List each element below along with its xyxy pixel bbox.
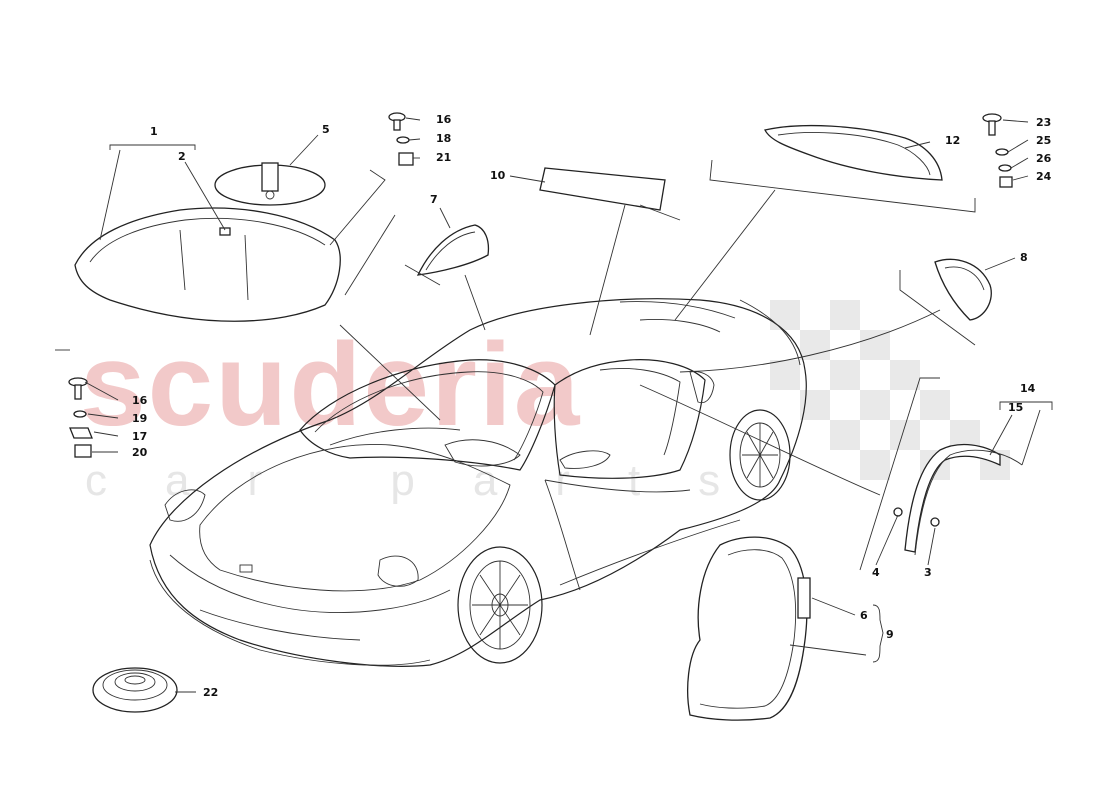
watermark-title: scuderia — [80, 319, 581, 451]
callout-15: 15 — [1008, 401, 1023, 414]
callout-17: 17 — [132, 430, 147, 443]
callout-26: 26 — [1036, 152, 1052, 165]
callout-16-left: 16 — [132, 394, 148, 407]
watermark-subtitle: car parts — [85, 456, 778, 505]
rear-side-glass-part — [934, 258, 992, 321]
callout-19: 19 — [132, 412, 147, 425]
callout-10: 10 — [490, 169, 506, 182]
callout-4: 4 — [872, 566, 880, 579]
fastener-stack-left — [68, 377, 93, 458]
callout-21: 21 — [436, 151, 451, 164]
callout-1: 1 — [150, 125, 158, 138]
callout-7: 7 — [430, 193, 438, 206]
callout-3: 3 — [924, 566, 932, 579]
callout-8: 8 — [1020, 251, 1028, 264]
adhesive-roll-part — [92, 667, 178, 713]
callout-20: 20 — [132, 446, 148, 459]
callout-6: 6 — [860, 609, 868, 622]
sunvisor-strip-part — [539, 167, 666, 211]
fastener-stack-top — [388, 112, 414, 166]
callout-2: 2 — [178, 150, 186, 163]
rear-window-part — [764, 124, 943, 181]
fastener-stack-right — [982, 113, 1013, 188]
rear-view-mirror-part — [214, 162, 326, 206]
callout-5: 5 — [322, 123, 330, 136]
callout-24: 24 — [1036, 170, 1052, 183]
roof-seal-strip-part — [893, 443, 1023, 556]
callout-22: 22 — [203, 686, 218, 699]
door-seal-part — [687, 536, 811, 721]
callout-16-top: 16 — [436, 113, 452, 126]
callout-9: 9 — [886, 628, 894, 641]
callout-12: 12 — [945, 134, 960, 147]
callout-14: 14 — [1020, 382, 1036, 395]
quarter-window-part — [416, 224, 490, 276]
callout-25: 25 — [1036, 134, 1051, 147]
callout-18: 18 — [436, 132, 451, 145]
callout-labels: 1 2 5 16 18 21 10 7 12 23 25 26 24 8 16 … — [132, 113, 1052, 699]
windscreen-part — [74, 207, 341, 322]
callout-23: 23 — [1036, 116, 1051, 129]
leader-lines — [55, 117, 1053, 693]
